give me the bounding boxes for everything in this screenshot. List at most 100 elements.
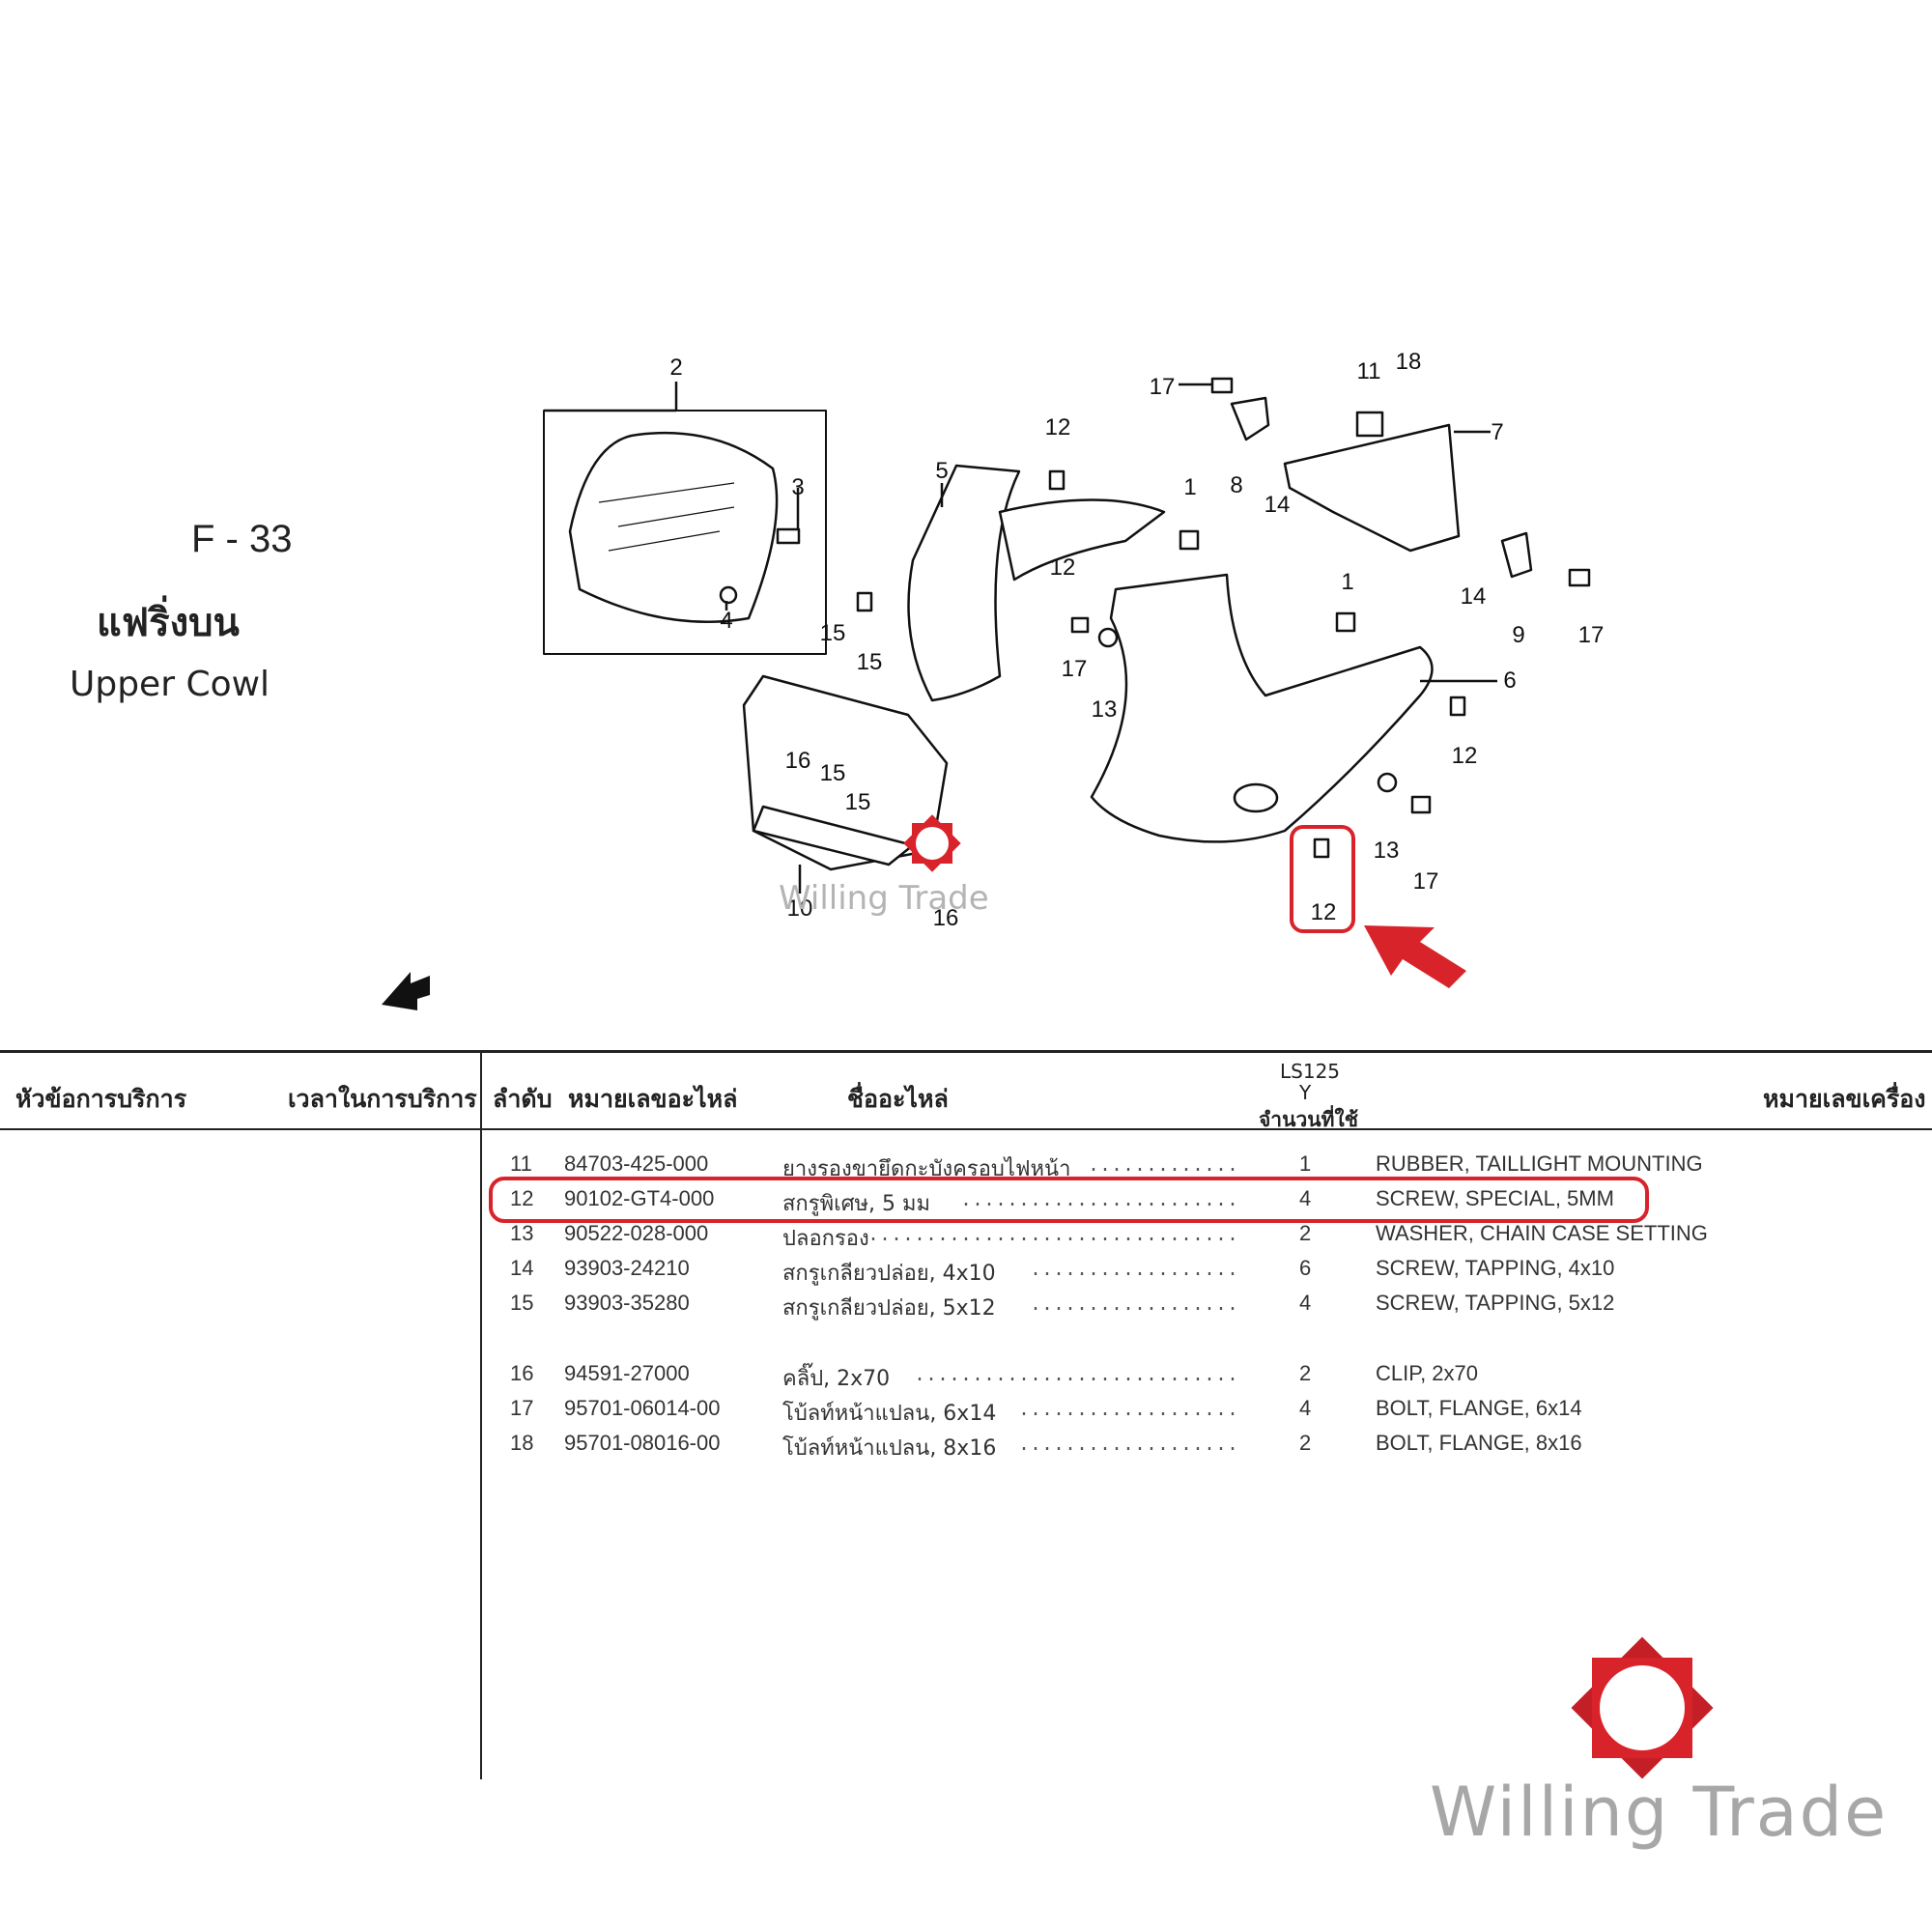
callout-15: 15 [857,649,883,675]
callout-16: 16 [785,748,811,774]
header-seq: ลำดับ [493,1085,553,1113]
row-leader-dots: ........................................… [867,1225,1241,1247]
callout-15: 15 [845,789,871,815]
row-leader-dots: ........................................… [1018,1435,1241,1457]
row-part-number: 84703-425-000 [564,1151,709,1176]
row-leader-dots: ........................................… [1018,1400,1241,1422]
row-part-name-english: RUBBER, TAILLIGHT MOUNTING [1376,1151,1703,1176]
row-quantity: 4 [1299,1186,1312,1210]
row-part-name-english: CLIP, 2x70 [1376,1361,1479,1385]
callout-17: 17 [1413,868,1439,895]
callout-1: 1 [1183,474,1196,500]
row-part-number: 90102-GT4-000 [564,1186,715,1210]
callout-1: 1 [1341,569,1353,595]
row-seq: 18 [510,1431,534,1455]
header-model: LS125 [1280,1060,1341,1083]
row-part-name-thai: สกรูพิเศษ, 5 มม [782,1192,931,1216]
row-part-number: 94591-27000 [564,1361,690,1385]
side-cowl-panel [1090,573,1434,843]
callout-12: 12 [1050,554,1076,581]
header-service-time: เวลาในการบริการ [288,1085,477,1113]
row-quantity: 2 [1299,1431,1312,1455]
diagram-watermark: Willing Trade [779,879,989,918]
callout-13: 13 [1374,838,1400,864]
callout-3: 3 [791,474,804,500]
callout-12: 12 [1045,414,1071,440]
row-part-name-thai: โบ้ลท์หน้าแปลน, 8x16 [782,1436,997,1461]
row-part-number: 95701-06014-00 [564,1396,721,1420]
diagram-title-thai: แฟริ่งบน [97,601,240,645]
row-quantity: 4 [1299,1291,1312,1315]
row-part-number: 93903-24210 [564,1256,690,1280]
callout-14: 14 [1264,492,1291,518]
row-seq: 14 [510,1256,534,1280]
callout-7: 7 [1491,419,1503,445]
row-quantity: 6 [1299,1256,1312,1280]
row-part-number: 90522-028-000 [564,1221,709,1245]
diagram-code: F - 33 [191,518,293,560]
row-part-name-english: SCREW, TAPPING, 4x10 [1376,1256,1615,1280]
row-leader-dots: ........................................… [960,1190,1241,1212]
callout-8: 8 [1230,472,1242,498]
front-direction-arrow [382,972,430,1010]
callout-18: 18 [1396,349,1422,375]
header-part-name: ชื่ออะไหล่ [847,1085,949,1113]
callout-17: 17 [1578,622,1605,648]
row-quantity: 1 [1299,1151,1312,1176]
diagram-watermark-logo [903,814,961,872]
callout-15: 15 [820,620,846,646]
row-part-name-thai: ปลอกรอง [782,1227,869,1251]
mounting-stay [1283,423,1461,553]
row-leader-dots: ........................................… [1030,1260,1241,1282]
inner-cowl [907,464,1021,702]
row-part-name-english: SCREW, TAPPING, 5x12 [1376,1291,1615,1315]
callout-17: 17 [1150,374,1176,400]
table-top-rule [0,1050,1932,1053]
callout-17: 17 [1062,656,1088,682]
callout-10: 10 [787,895,813,922]
highlight-callout-12 [1290,825,1355,933]
windshield-frame [543,410,827,655]
callout-11: 11 [1357,358,1381,384]
row-part-name-english: WASHER, CHAIN CASE SETTING [1376,1221,1708,1245]
row-part-name-thai: สกรูเกลียวปล่อย, 5x12 [782,1296,996,1321]
row-seq: 15 [510,1291,534,1315]
row-part-number: 93903-35280 [564,1291,690,1315]
header-quantity: จำนวนที่ใช้ [1259,1108,1358,1131]
header-part-number: หมายเลขอะไหล่ [568,1085,738,1113]
row-part-name-thai: คลิ๊ป, 2x70 [782,1367,891,1391]
callout-13: 13 [1092,696,1118,723]
row-leader-dots: ........................................… [914,1365,1241,1387]
callout-12: 12 [1452,743,1478,769]
table-column-divider [480,1050,482,1779]
row-part-number: 95701-08016-00 [564,1431,721,1455]
brand-logo [1571,1636,1714,1779]
callout-12: 12 [1311,899,1337,925]
callout-5: 5 [935,458,948,484]
header-service-topic: หัวข้อการบริการ [15,1085,187,1113]
header-engine-number: หมายเลขเครื่อง [1763,1085,1926,1113]
row-seq: 17 [510,1396,534,1420]
row-quantity: 2 [1299,1221,1312,1245]
row-seq: 16 [510,1361,534,1385]
row-part-name-english: SCREW, SPECIAL, 5MM [1376,1186,1614,1210]
table-header-rule [0,1128,1932,1130]
callout-6: 6 [1503,668,1516,694]
highlight-row-12 [489,1177,1649,1223]
callout-14: 14 [1461,583,1487,610]
callout-15: 15 [820,760,846,786]
row-seq: 11 [510,1151,532,1176]
diagram-title-english: Upper Cowl [70,665,270,704]
callout-4: 4 [720,608,732,634]
row-leader-dots: ........................................… [1088,1155,1241,1178]
row-part-name-english: BOLT, FLANGE, 8x16 [1376,1431,1582,1455]
callout-16: 16 [933,905,959,931]
windshield [568,431,779,623]
callout-2: 2 [669,355,682,381]
row-part-name-thai: สกรูเกลียวปล่อย, 4x10 [782,1262,996,1286]
row-part-name-english: BOLT, FLANGE, 6x14 [1376,1396,1582,1420]
callout-9: 9 [1512,622,1524,648]
row-quantity: 4 [1299,1396,1312,1420]
highlight-arrow [1364,925,1466,988]
